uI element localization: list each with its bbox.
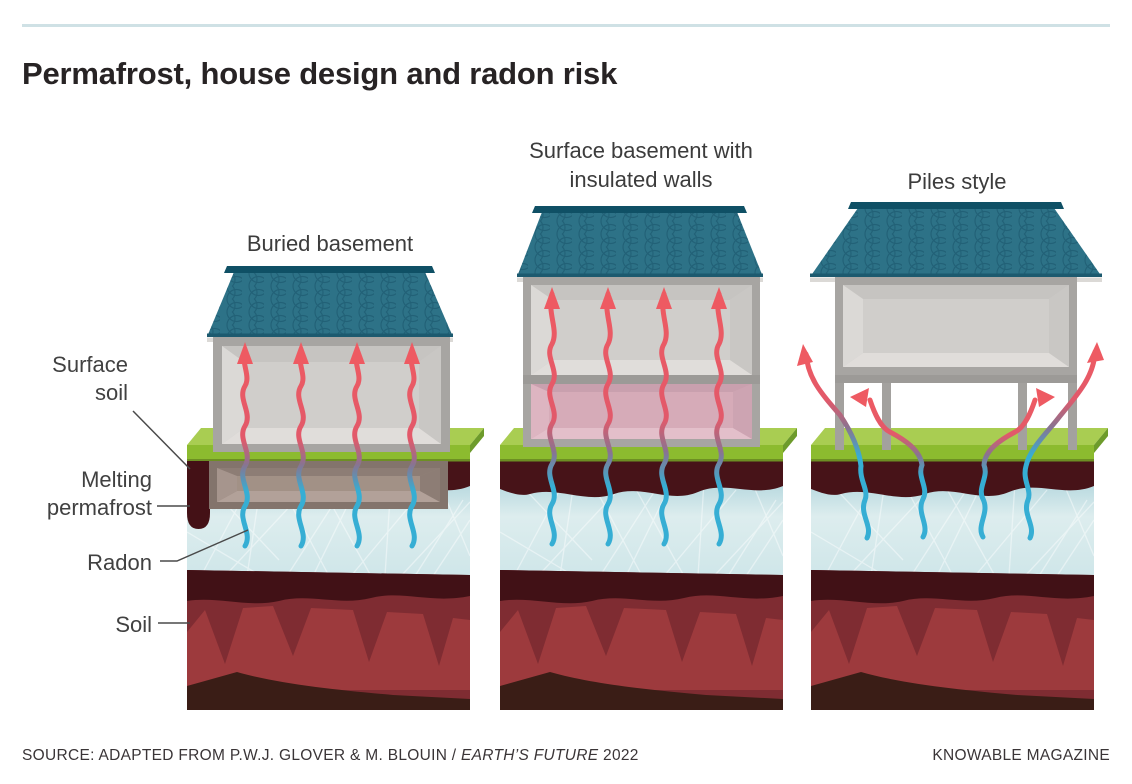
house-interior	[843, 285, 1069, 367]
roof-ridge-cap	[532, 206, 747, 213]
ground-panel-2	[500, 428, 797, 710]
surface-soil-left-chunk	[187, 461, 210, 529]
source-year: 2022	[598, 747, 639, 764]
layer-label-soil: Soil	[115, 612, 152, 637]
house-base-bar	[523, 439, 760, 447]
surface-soil-pointer	[132, 410, 191, 470]
radon-pointer	[160, 529, 249, 562]
roof	[810, 202, 1102, 277]
roof	[207, 266, 453, 337]
layer-label-radon: Radon	[87, 550, 152, 575]
house-interior	[222, 346, 441, 444]
house-piles	[810, 202, 1102, 450]
floor-divider	[523, 375, 760, 384]
top-rule	[22, 24, 1110, 27]
panel-label-buried-basement: Buried basement	[246, 231, 414, 256]
source-credit: SOURCE: ADAPTED FROM P.W.J. GLOVER & M. …	[22, 747, 639, 765]
source-work: EARTH’S FUTURE	[461, 747, 599, 764]
radon-arrows-panel-3	[797, 342, 1104, 541]
panel-label-surface-basement: Surface basement with insulated walls	[529, 138, 753, 192]
roof-ridge-cap	[848, 202, 1064, 209]
roof	[517, 206, 763, 277]
page-title: Permafrost, house design and radon risk	[22, 56, 618, 91]
panel-label-piles-style: Piles style	[907, 169, 1007, 194]
source-prefix: SOURCE: ADAPTED FROM P.W.J. GLOVER & M. …	[22, 747, 462, 764]
layer-label-melting-permafrost: Melting permafrost	[46, 467, 152, 520]
ground-panel-3	[811, 428, 1108, 710]
label-pointer-lines	[132, 410, 249, 624]
roof-ridge-cap	[224, 266, 435, 273]
publisher-credit: KNOWABLE MAGAZINE	[932, 747, 1110, 764]
floor-bar	[835, 375, 1077, 383]
layer-label-surface-soil: Surface soil	[52, 352, 128, 405]
